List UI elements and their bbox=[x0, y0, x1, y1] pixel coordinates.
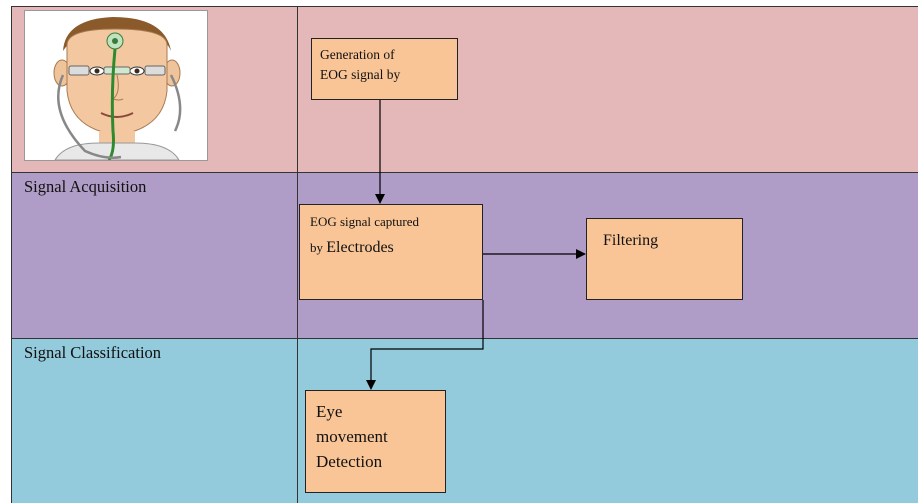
filtering-box: Filtering bbox=[586, 218, 743, 300]
detection-box-line-2: movement bbox=[316, 427, 388, 446]
lane-label-signal-acquisition: Signal Acquisition bbox=[24, 177, 147, 196]
capture-box-line-2: by Electrodes bbox=[310, 237, 472, 259]
eog-face-illustration bbox=[24, 10, 208, 161]
generation-box-line-2: EOG signal by bbox=[320, 67, 401, 82]
generation-of-eog-signal-box: Generation of EOG signal by bbox=[311, 38, 458, 100]
face-electrodes-icon bbox=[53, 17, 182, 161]
eye-movement-detection-box: Eye movement Detection bbox=[305, 390, 446, 493]
capture-box-line-1: EOG signal captured bbox=[310, 214, 420, 229]
detection-box-line-1: Eye bbox=[316, 402, 343, 421]
lane-left-border bbox=[11, 6, 12, 503]
capture-box-line-2-main: Electrodes bbox=[326, 239, 394, 256]
generation-box-line-1: Generation of bbox=[320, 47, 395, 62]
detection-box-line-3: Detection bbox=[316, 452, 383, 471]
eog-signal-captured-box: EOG signal captured by Electrodes bbox=[299, 204, 483, 300]
lane-header-divider bbox=[297, 6, 298, 503]
capture-box-line-2-prefix: by bbox=[310, 240, 327, 255]
lane-signal-classification bbox=[11, 338, 918, 503]
arrow-capture-to-detection bbox=[366, 300, 484, 390]
filtering-box-label: Filtering bbox=[603, 232, 659, 249]
lane-label-signal-classification: Signal Classification bbox=[24, 343, 162, 362]
